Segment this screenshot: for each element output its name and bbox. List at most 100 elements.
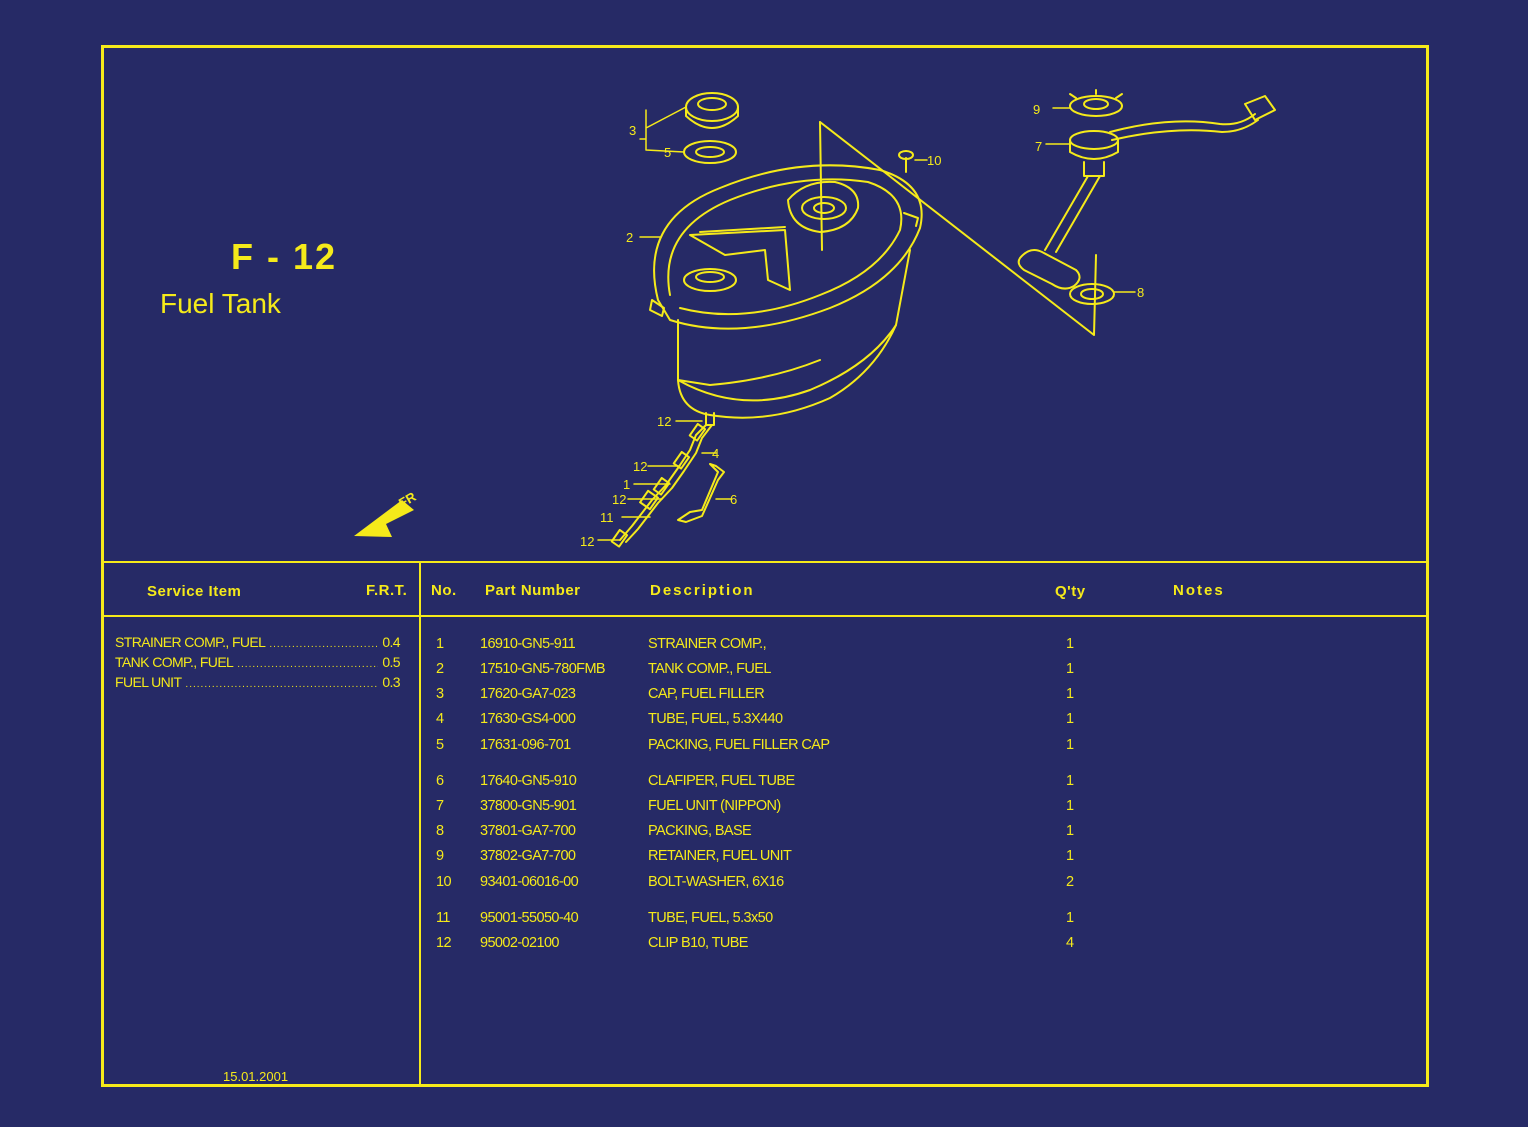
section-title: Fuel Tank: [160, 288, 281, 319]
table-row: 9 37802-GA7-700 RETAINER, FUEL UNIT 1: [420, 848, 1420, 868]
part-number: 37801-GA7-700: [480, 823, 576, 839]
table-row: 4 17630-GS4-000 TUBE, FUEL, 5.3X440 1: [420, 711, 1420, 731]
part-description: FUEL UNIT (NIPPON): [648, 798, 781, 814]
fuel-unit-icon: [1017, 95, 1276, 290]
part-number: 17620-GA7-023: [480, 686, 576, 702]
leader-dots: ........................................…: [237, 659, 378, 670]
table-row: 12 95002-02100 CLIP B10, TUBE 4: [420, 935, 1420, 955]
callout-2: 2: [626, 230, 633, 245]
front-arrow-icon: [354, 500, 414, 537]
part-description: BOLT-WASHER, 6X16: [648, 874, 784, 890]
table-header-divider: [103, 615, 1428, 617]
part-qty: 1: [1066, 910, 1074, 926]
service-item-frt: 0.4: [382, 634, 400, 650]
part-description: STRAINER COMP.,: [648, 636, 767, 652]
service-item-name: FUEL UNIT: [115, 674, 182, 690]
part-qty: 1: [1066, 636, 1074, 652]
service-item-row: TANK COMP., FUEL .......................…: [115, 654, 401, 670]
service-item-frt: 0.3: [382, 674, 400, 690]
fuel-tank-exploded-diagram: FR 3 5 2 9 7 10 8 12 4 12 1 12 11 6 12: [354, 89, 1276, 549]
description-header: Description: [650, 582, 755, 599]
fuel-unit-plane-icon: [819, 121, 1097, 336]
packing-ring-icon: [683, 140, 737, 164]
part-number: 95001-55050-40: [480, 910, 579, 926]
part-description: TUBE, FUEL, 5.3x50: [648, 910, 773, 926]
diagram-table-divider: [103, 561, 1428, 563]
part-no: 8: [436, 823, 444, 839]
callout-1: 1: [623, 477, 630, 492]
part-qty: 1: [1066, 737, 1074, 753]
part-qty: 1: [1066, 661, 1074, 677]
retainer-ring-icon: [1069, 89, 1123, 117]
callout-10: 10: [927, 153, 941, 168]
part-number: 17640-GN5-910: [480, 773, 577, 789]
table-row: 8 37801-GA7-700 PACKING, BASE 1: [420, 823, 1420, 843]
part-no: 7: [436, 798, 444, 814]
callout-leaders: [597, 106, 1136, 541]
callout-12b: 12: [633, 459, 647, 474]
section-code: F - 12: [231, 236, 338, 277]
part-qty: 1: [1066, 823, 1074, 839]
part-number: 95002-02100: [480, 935, 559, 951]
part-description: PACKING, FUEL FILLER CAP: [648, 737, 830, 753]
leader-dots: ........................................…: [185, 679, 379, 690]
part-number: 37800-GN5-901: [480, 798, 577, 814]
part-no: 5: [436, 737, 444, 753]
callout-4: 4: [712, 446, 719, 461]
part-no: 1: [436, 636, 444, 652]
table-row: 3 17620-GA7-023 CAP, FUEL FILLER 1: [420, 686, 1420, 706]
part-no: 6: [436, 773, 444, 789]
bolt-washer-icon: [898, 150, 914, 173]
part-description: TUBE, FUEL, 5.3X440: [648, 711, 783, 727]
table-row: 2 17510-GN5-780FMB TANK COMP., FUEL 1: [420, 661, 1420, 681]
service-item-row: STRAINER COMP., FUEL ...................…: [115, 634, 401, 650]
table-row: 11 95001-55050-40 TUBE, FUEL, 5.3x50 1: [420, 910, 1420, 930]
service-item-name: STRAINER COMP., FUEL: [115, 634, 266, 650]
callout-3: 3: [629, 123, 636, 138]
callout-5: 5: [664, 145, 671, 160]
table-row: 10 93401-06016-00 BOLT-WASHER, 6X16 2: [420, 874, 1420, 894]
part-description: PACKING, BASE: [648, 823, 752, 839]
part-no: 12: [436, 935, 452, 951]
part-number: 17510-GN5-780FMB: [480, 661, 606, 677]
part-description: CLAFIPER, FUEL TUBE: [648, 773, 795, 789]
part-qty: 4: [1066, 935, 1074, 951]
part-number: 37802-GA7-700: [480, 848, 576, 864]
fuel-tank-icon: [649, 164, 923, 426]
part-qty: 1: [1066, 711, 1074, 727]
fuel-cap-icon: [685, 92, 739, 129]
callout-6: 6: [730, 492, 737, 507]
notes-header: Notes: [1173, 582, 1225, 599]
callout-12d: 12: [580, 534, 594, 549]
part-description: TANK COMP., FUEL: [648, 661, 771, 677]
part-no: 2: [436, 661, 444, 677]
table-row: 1 16910-GN5-911 STRAINER COMP., 1: [420, 636, 1420, 656]
service-item-row: FUEL UNIT ..............................…: [115, 674, 401, 690]
callout-11: 11: [600, 510, 614, 525]
part-description: RETAINER, FUEL UNIT: [648, 848, 792, 864]
callout-7: 7: [1035, 139, 1042, 154]
callout-12a: 12: [657, 414, 671, 429]
table-row: 5 17631-096-701 PACKING, FUEL FILLER CAP…: [420, 737, 1420, 757]
part-no: 10: [436, 874, 452, 890]
part-description: CAP, FUEL FILLER: [648, 686, 765, 702]
callout-8: 8: [1137, 285, 1144, 300]
service-parts-divider: [419, 562, 421, 1086]
part-no: 11: [436, 910, 450, 926]
part-number-header: Part Number: [485, 582, 581, 599]
part-number: 16910-GN5-911: [480, 636, 576, 652]
part-no: 3: [436, 686, 444, 702]
part-description: CLIP B10, TUBE: [648, 935, 748, 951]
part-qty: 1: [1066, 798, 1074, 814]
part-qty: 1: [1066, 686, 1074, 702]
base-packing-icon: [1069, 283, 1115, 305]
frt-header: F.R.T.: [366, 582, 408, 599]
leader-dots: ........................................…: [269, 639, 379, 650]
table-row: 6 17640-GN5-910 CLAFIPER, FUEL TUBE 1: [420, 773, 1420, 793]
revision-date: 15.01.2001: [223, 1069, 289, 1084]
part-qty: 1: [1066, 773, 1074, 789]
part-number: 17631-096-701: [480, 737, 571, 753]
part-qty: 1: [1066, 848, 1074, 864]
callout-9: 9: [1033, 102, 1040, 117]
service-item-header: Service Item: [147, 583, 242, 600]
